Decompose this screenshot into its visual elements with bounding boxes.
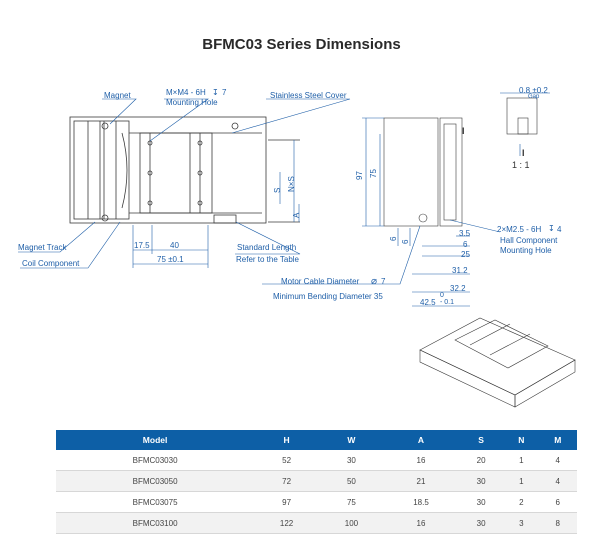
dim-42-5-tolerance: 0 - 0.1	[440, 292, 455, 306]
cell-a: 21	[383, 470, 459, 492]
cell-s: 30	[458, 470, 505, 492]
dim-s: S	[273, 187, 282, 193]
detail-marker: I	[462, 126, 465, 136]
dim-32-2: 32.2	[450, 284, 466, 293]
dim-a: A	[292, 212, 301, 218]
dim-6a: 6	[389, 236, 398, 241]
dimension-drawing	[18, 92, 576, 408]
front-view-outline	[69, 116, 267, 224]
header-a: A	[383, 430, 459, 450]
diameter-symbol-icon: ⌀	[371, 276, 378, 287]
cell-h: 122	[254, 512, 320, 534]
spec-table: Model H W A S N M BFMC03030 52 30 16 20 …	[56, 430, 577, 534]
magnet-label: Magnet	[104, 91, 131, 100]
cell-n: 3	[504, 512, 539, 534]
cell-s: 30	[458, 491, 505, 513]
motor-cable-label: Motor Cable Diameter	[281, 277, 360, 286]
dim-97: 97	[355, 171, 364, 180]
dim-75-vertical: 75	[369, 169, 378, 178]
cell-model: BFMC03075	[56, 491, 255, 513]
hall-component-label: Hall Component	[500, 236, 558, 245]
hall-mounting-label: Mounting Hole	[500, 246, 552, 255]
coil-component-label: Coil Component	[22, 259, 80, 268]
cell-w: 100	[319, 512, 384, 534]
dim-42-5: 42.5	[420, 298, 436, 307]
cell-n: 1	[504, 450, 539, 471]
cell-w: 30	[319, 450, 384, 471]
refer-table-label: Refer to the Table	[236, 255, 300, 264]
dim-25: 25	[461, 250, 470, 259]
hall-depth-label: 4	[557, 225, 562, 234]
cell-m: 4	[538, 450, 577, 471]
detail-scale: 1 : 1	[512, 160, 530, 170]
cell-model: BFMC03100	[56, 512, 255, 534]
cell-h: 97	[254, 491, 320, 513]
min-bending-label: Minimum Bending Diameter 35	[273, 292, 383, 301]
table-header-row: Model H W A S N M	[56, 430, 577, 450]
dim-3-5: 3.5	[459, 229, 471, 238]
table-row: BFMC03030 52 30 16 20 1 4	[56, 450, 577, 471]
cell-h: 52	[254, 450, 320, 471]
header-w: W	[319, 430, 384, 450]
mounting-hole-label: Mounting Hole	[166, 98, 218, 107]
table-row: BFMC03050 72 50 21 30 1 4	[56, 470, 577, 492]
cell-w: 75	[319, 491, 384, 513]
cell-w: 50	[319, 470, 384, 492]
table-row: BFMC03075 97 75 18.5 30 2 6	[56, 491, 577, 513]
header-n: N	[504, 430, 539, 450]
standard-length-label: Standard Length	[237, 243, 297, 252]
dim-75: 75 ±0.1	[157, 255, 184, 264]
cell-a: 16	[383, 512, 459, 534]
cell-a: 18.5	[383, 491, 459, 513]
dim-40: 40	[170, 241, 179, 250]
depth-symbol-icon: ↧	[212, 88, 219, 97]
cell-model: BFMC03030	[56, 450, 255, 471]
cell-n: 2	[504, 491, 539, 513]
header-m: M	[538, 430, 577, 450]
table-row: BFMC03100 122 100 16 30 3 8	[56, 512, 577, 534]
cell-model: BFMC03050	[56, 470, 255, 492]
dim-6c: 6	[463, 240, 468, 249]
cell-m: 6	[538, 491, 577, 513]
cell-n: 1	[504, 470, 539, 492]
cell-a: 16	[383, 450, 459, 471]
depth-symbol-icon-2: ↧	[548, 224, 555, 233]
hall-spec-label: 2×M2.5 - 6H	[497, 225, 542, 234]
motor-cable-diameter: 7	[381, 277, 386, 286]
detail-gap-label: Gap	[528, 94, 540, 100]
detail-dimension: 0.8 ±0.2	[519, 86, 548, 95]
cell-h: 72	[254, 470, 320, 492]
header-s: S	[458, 430, 505, 450]
stainless-cover-label: Stainless Steel Cover	[270, 91, 347, 100]
cell-s: 30	[458, 512, 505, 534]
cell-m: 4	[538, 470, 577, 492]
dim-31-2: 31.2	[452, 266, 468, 275]
mount-depth-label: 7	[222, 88, 227, 97]
mount-spec-label: M×M4 - 6H	[166, 88, 206, 97]
header-model: Model	[56, 430, 255, 450]
dim-6b: 6	[401, 239, 410, 244]
header-h: H	[254, 430, 320, 450]
cell-m: 8	[538, 512, 577, 534]
detail-view-marker: I	[522, 148, 525, 158]
dim-17-5: 17.5	[134, 241, 150, 250]
cell-s: 20	[458, 450, 505, 471]
magnet-track-label: Magnet Track	[18, 243, 67, 252]
page-title: BFMC03 Series Dimensions	[202, 36, 401, 53]
dim-n-s: N×S	[287, 176, 296, 192]
